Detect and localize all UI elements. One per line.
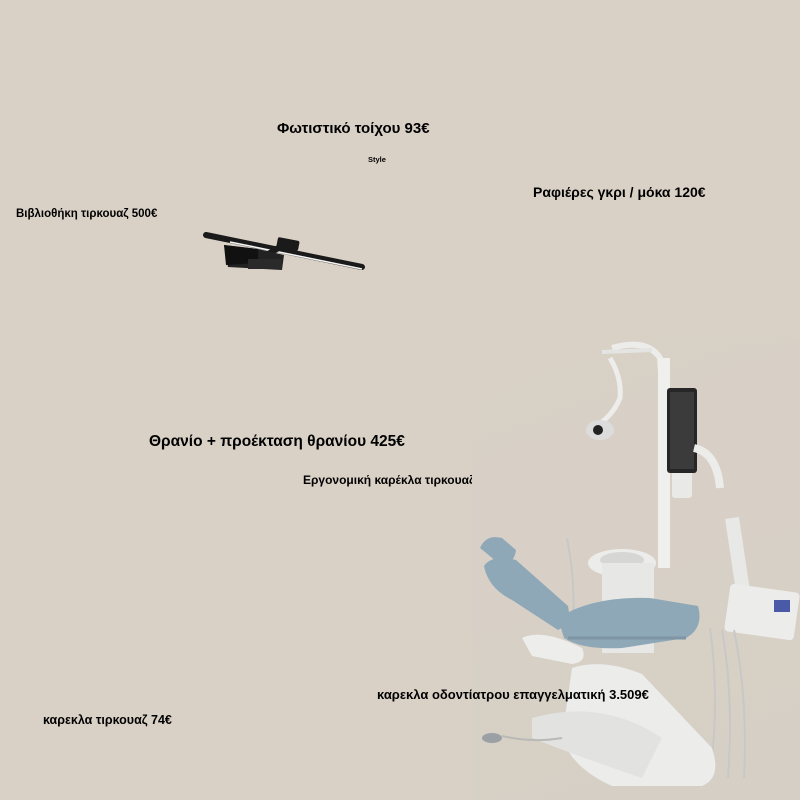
shelves-label: Ραφιέρες γκρι / μόκα 120€: [533, 184, 706, 200]
dental-chair-label: καρεκλα οδοντίατρου επαγγελματική 3.509€: [377, 687, 649, 702]
ergo-chair-label: Εργονομική καρέκλα τιρκουαζ 209€: [303, 473, 505, 487]
desk-label: Θρανίο + προέκταση θρανίου 425€: [149, 433, 405, 450]
bookcase-label: Βιβλιοθήκη τιρκουαζ 500€: [16, 208, 158, 220]
dental-chair-image: [472, 338, 800, 800]
wall-light-label: Φωτιστικό τοίχου 93€: [277, 120, 430, 137]
chair-label: καρεκλα τιρκουαζ 74€: [43, 713, 172, 727]
style-label: Style: [368, 155, 386, 164]
wall-lamp-image: [203, 232, 365, 270]
